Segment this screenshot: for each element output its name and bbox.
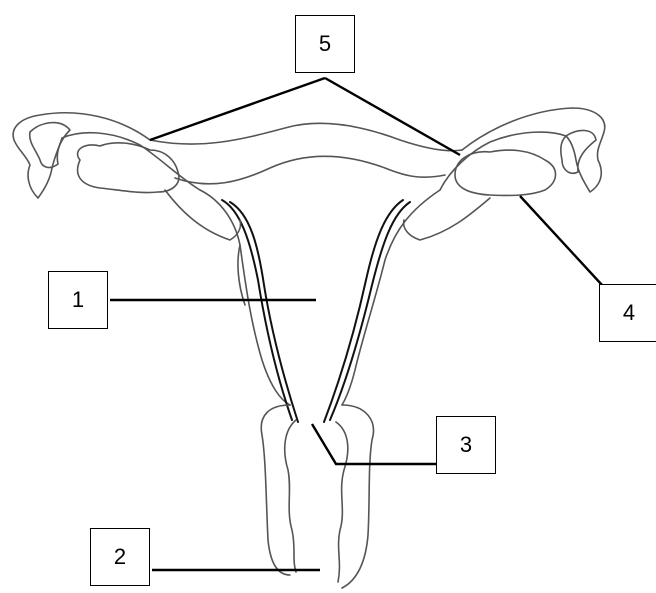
left-ovary: [78, 143, 179, 193]
leader-line-5-left: [150, 78, 325, 140]
cervix-left: [261, 405, 290, 575]
label-box-3: 3: [436, 416, 496, 474]
label-box-5: 5: [295, 15, 355, 73]
cervix-right: [342, 405, 373, 588]
right-ovary: [455, 150, 556, 195]
label-4-text: 4: [623, 300, 635, 326]
label-box-1: 1: [48, 271, 108, 329]
leader-line-3: [312, 424, 437, 464]
leader-line-5-right: [325, 78, 460, 155]
vagina-right-wall: [336, 422, 348, 582]
label-box-2: 2: [90, 528, 150, 586]
leader-line-4: [520, 196, 602, 285]
label-box-4: 4: [599, 284, 656, 342]
label-3-text: 3: [460, 432, 472, 458]
uterus-right-wall: [342, 190, 440, 405]
cavity-left-line-a: [222, 200, 292, 420]
right-fallopian-tube: [440, 108, 605, 192]
uterus-fundus-outline: [150, 123, 462, 150]
cavity-right-line-a: [330, 202, 410, 420]
label-5-text: 5: [319, 31, 331, 57]
label-1-text: 1: [72, 287, 84, 313]
label-2-text: 2: [114, 544, 126, 570]
vagina-left-wall: [285, 420, 296, 572]
right-fimbriae: [561, 130, 596, 173]
left-fimbriae: [30, 123, 70, 168]
left-tube-lower: [165, 190, 241, 240]
uterus-inner-top-outline: [175, 156, 445, 184]
cavity-right-line-b: [324, 200, 403, 422]
right-tube-lower: [404, 198, 490, 240]
